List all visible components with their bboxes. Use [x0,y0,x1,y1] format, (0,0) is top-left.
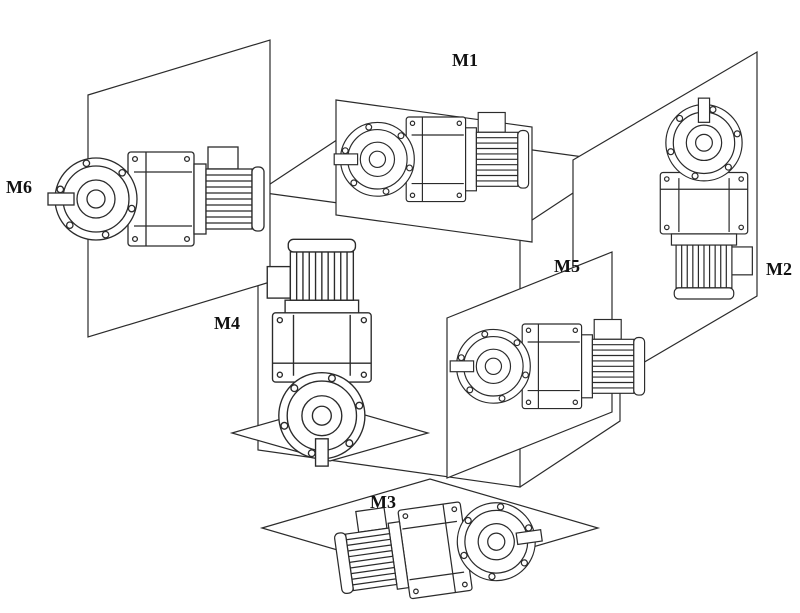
label-m5: M5 [554,256,580,276]
label-m1: M1 [452,50,478,70]
label-m6: M6 [6,177,32,197]
position-labels: M1 M2 M3 M4 M5 M6 [6,50,792,512]
label-m4: M4 [214,313,240,333]
gearmotor-m5 [449,318,646,410]
label-m3: M3 [370,492,396,512]
label-m2: M2 [766,259,792,279]
gearmotor-m4 [266,238,372,467]
